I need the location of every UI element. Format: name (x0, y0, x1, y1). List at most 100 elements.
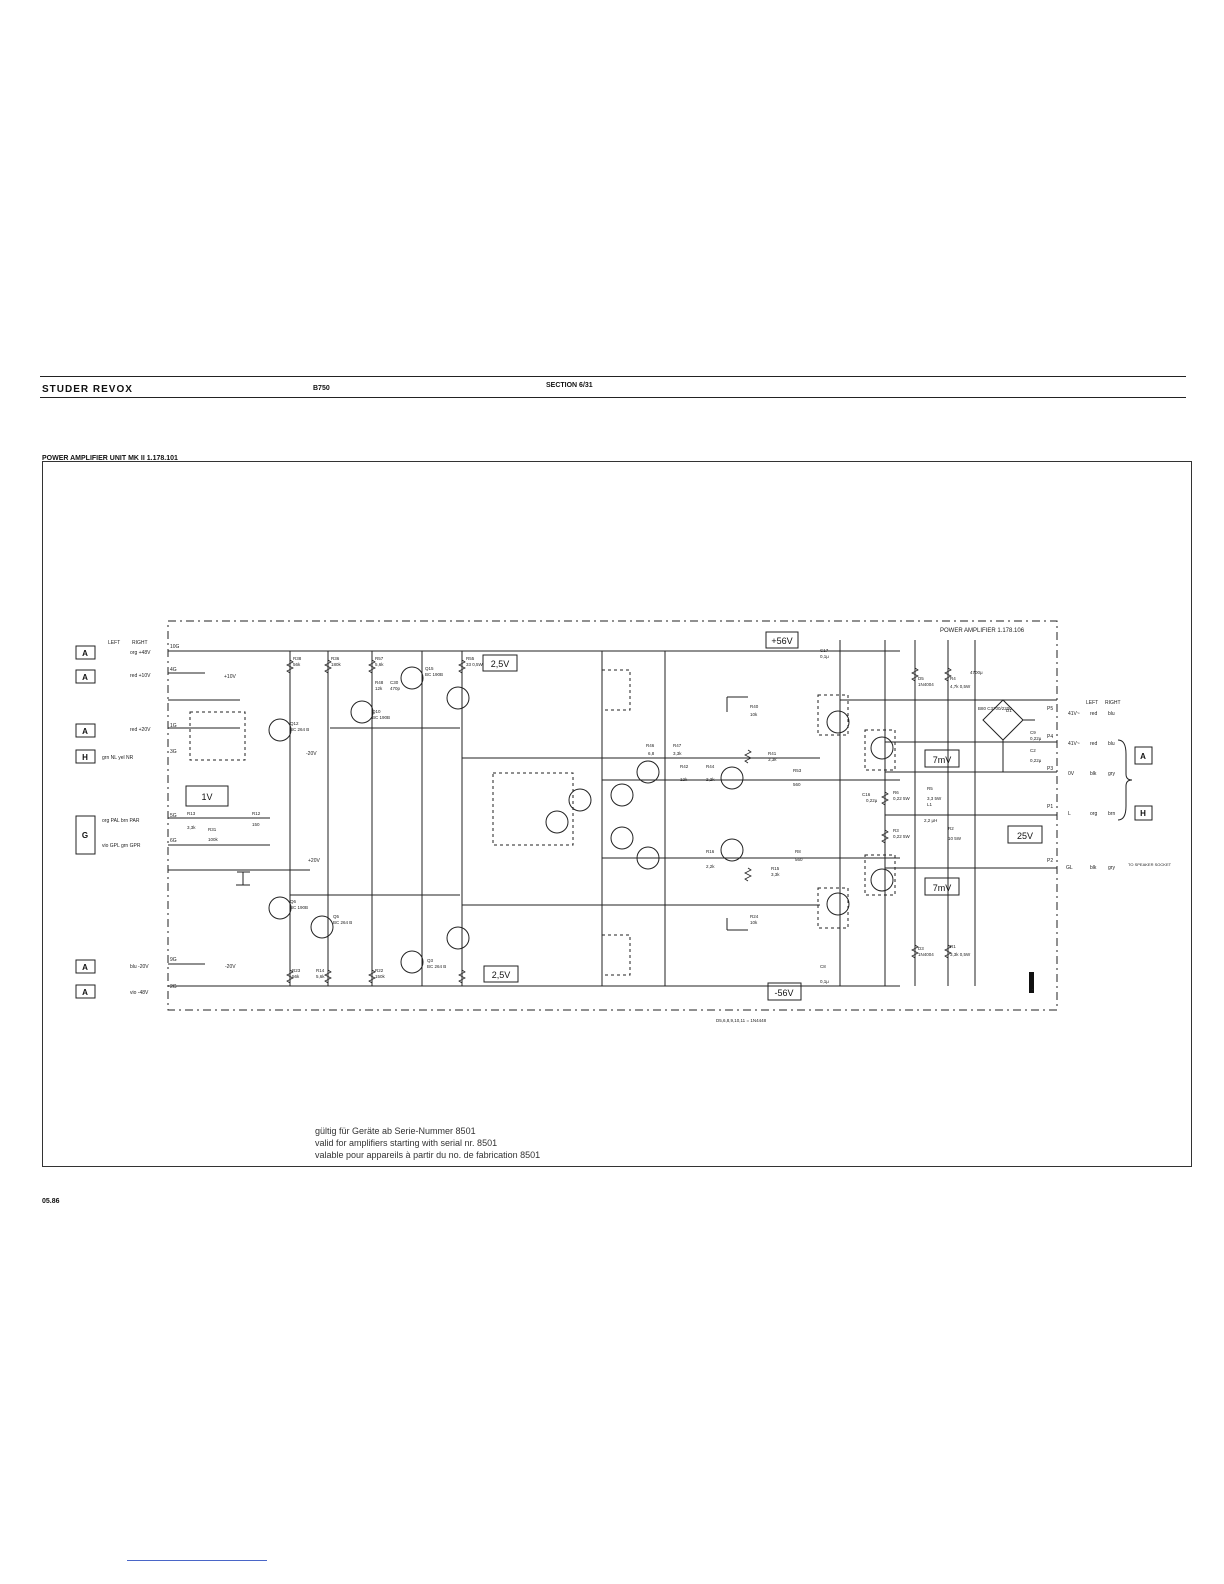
component-ref: R44 (706, 764, 715, 769)
header-rule-bottom (40, 397, 1186, 398)
component-ref: R3 (893, 828, 899, 833)
component-ref: C17 (820, 648, 829, 653)
component-ref: 4700μ (970, 670, 983, 675)
component-ref: R23 (292, 968, 301, 973)
pin-label: 3G (170, 749, 177, 755)
drawing-frame (42, 461, 1192, 1167)
component-ref: D1 (1006, 708, 1012, 713)
connector-tag-a-text: A (82, 727, 88, 736)
component-ref: Q6 (290, 899, 297, 904)
right-tag-a (1134, 746, 1153, 765)
right-wire-right: brn (1108, 811, 1115, 817)
left-header-left: LEFT (108, 640, 120, 646)
component-ref: R14 (316, 968, 325, 973)
component-ref: R42 (680, 764, 689, 769)
component-value: 3,3k (768, 757, 777, 762)
component-ref: D3 (918, 946, 924, 951)
voltage-bias-top-text: 2,5V (491, 659, 510, 669)
component-ref: R36 (331, 656, 340, 661)
component-value: 5,6k (316, 974, 325, 979)
pin-label: 6G (170, 838, 177, 844)
connector-tag-a-text: A (82, 649, 88, 658)
component-value: 6,8 (648, 751, 655, 756)
connector-tag-a-text: A (82, 673, 88, 682)
component-value: 3,3 5W (927, 796, 942, 801)
component-value: 0,22μ (866, 798, 878, 803)
component-value: 0,1μ (820, 654, 829, 659)
voltage-plus-text: +56V (771, 636, 792, 646)
pin-label: 9G (170, 957, 177, 963)
component-ref: Q5 (333, 914, 340, 919)
component-ref: R4 (950, 676, 956, 681)
connector-tag-a (75, 669, 96, 684)
voltage-box-plus (765, 631, 799, 649)
component-value: 3,3k (771, 872, 780, 877)
component-ref: R6 (893, 790, 899, 795)
speaker-note: TO SPEAKER SOCKET (1128, 862, 1172, 867)
component-value: 1N4004 (918, 952, 934, 957)
component-value: 150k (375, 974, 386, 979)
component-value: 0,22 5W (893, 834, 911, 839)
wire-label: grn NL yel NR (102, 755, 134, 761)
connector-tag-a-text: A (82, 963, 88, 972)
wire-label: vio -48V (130, 990, 149, 996)
component-ref: R57 (375, 656, 384, 661)
ground-bar (1029, 972, 1034, 993)
component-ref: R12 (252, 811, 261, 816)
wire-label: org +48V (130, 650, 151, 656)
component-value: 0,22μ (1030, 736, 1042, 741)
component-ref: C16 (862, 792, 871, 797)
component-value: 2,2k (706, 864, 715, 869)
pin-label: 5G (170, 813, 177, 819)
voltage-input-text: 1V (201, 792, 212, 802)
connector-tag-a-text: A (82, 988, 88, 997)
right-signal: GL (1066, 865, 1073, 871)
component-ref: Q15 (425, 666, 434, 671)
validity-notes: gültig für Geräte ab Serie-Nummer 8501 v… (315, 1125, 540, 1161)
component-ref: Q12 (290, 721, 299, 726)
component-value: 56k (293, 662, 301, 667)
right-wire-right: blu (1108, 711, 1115, 717)
right-wire-right: blu (1108, 741, 1115, 747)
right-signal: 0V (1068, 771, 1075, 777)
right-signal: 41V~ (1068, 711, 1080, 717)
component-ref: R16 (706, 849, 715, 854)
voltage-bias-bottom-text: 2,5V (492, 970, 511, 980)
voltage-box-out-top (924, 749, 960, 768)
right-wire-left: red (1090, 711, 1097, 717)
component-value: 33 0,5W (466, 662, 484, 667)
component-value: 1N4004 (918, 682, 934, 687)
connector-tag-a (75, 984, 96, 999)
right-wire-left: blk (1090, 865, 1097, 871)
left-header-right: RIGHT (132, 640, 148, 646)
component-value: B80 C3700/2200 (978, 706, 1012, 711)
pin-label: 10G (170, 644, 180, 650)
note-de: gültig für Geräte ab Serie-Nummer 8501 (315, 1126, 476, 1136)
component-value: BC 190B (372, 715, 390, 720)
connector-tag-a (75, 723, 96, 738)
connector-tag-h-text: H (82, 753, 88, 762)
right-wire-left: blk (1090, 771, 1097, 777)
voltage-out-top-text: 7mV (933, 755, 952, 765)
component-ref: L1 (927, 802, 933, 807)
right-tag-h (1134, 805, 1153, 821)
right-header-right: RIGHT (1105, 700, 1121, 706)
right-wire-right: gry (1108, 771, 1115, 777)
component-value: 3,3k 0,5W (950, 952, 971, 957)
header-rule-top (40, 376, 1186, 377)
voltage-out-text: 25V (1017, 831, 1033, 841)
voltage-box-out (1007, 825, 1043, 844)
voltage-out-bottom-text: 7mV (933, 883, 952, 893)
right-pin: P5 (1047, 706, 1053, 712)
component-ref: R15 (771, 866, 780, 871)
voltage-box-bias-top (482, 654, 518, 672)
right-signal: L (1068, 811, 1071, 817)
component-value: BC 264 B (427, 964, 446, 969)
component-ref: R24 (750, 914, 759, 919)
pin-label: 1G (170, 723, 177, 729)
component-value: BC 264 B (290, 727, 309, 732)
component-value: 100k (208, 837, 219, 842)
footnote: D5,6,8,9,10,11 = 1N4448 (716, 1018, 767, 1023)
right-pin: P1 (1047, 804, 1053, 810)
